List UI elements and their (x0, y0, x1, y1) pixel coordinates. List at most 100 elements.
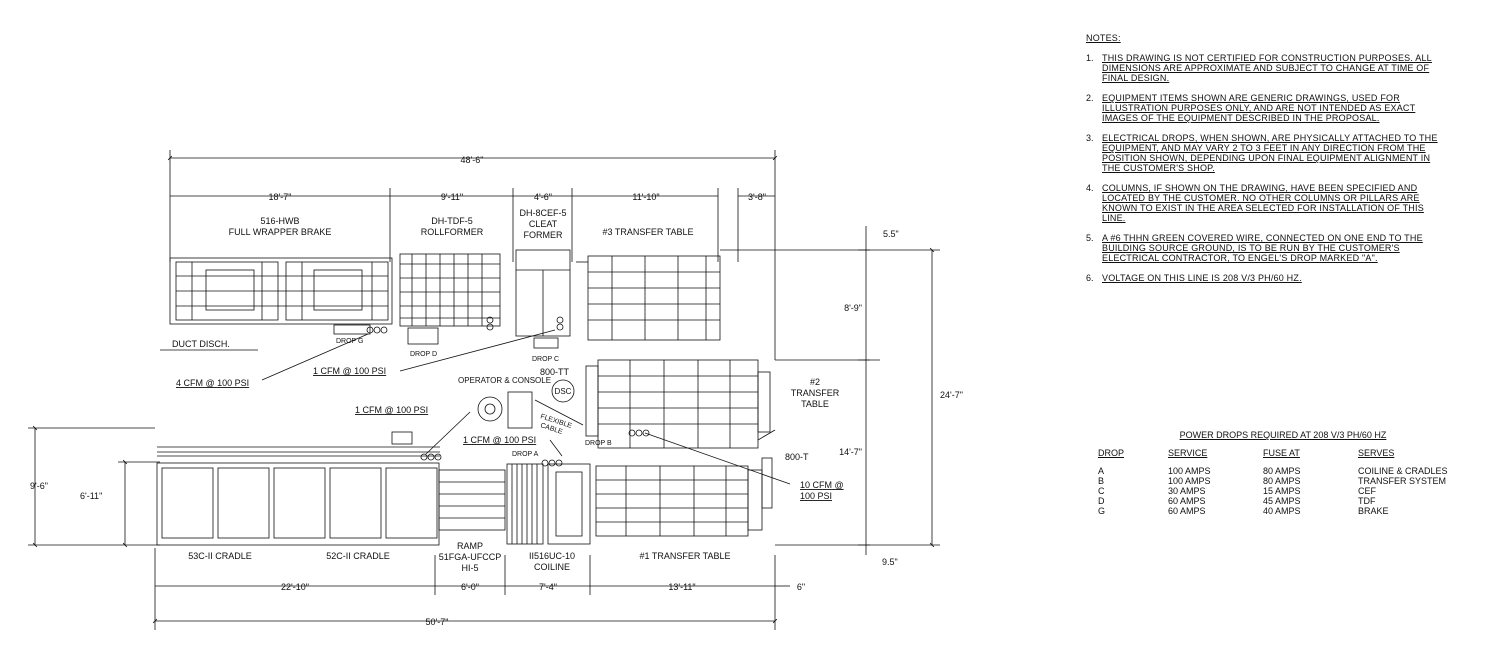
power-drops-title: POWER DROPS REQUIRED AT 208 V/3 PH/60 HZ (1179, 430, 1387, 440)
transfer2-num: #2 (810, 377, 820, 387)
note-number: 4. (1086, 183, 1094, 193)
cell-service: 30 AMPS (1168, 486, 1206, 496)
brake-model: 516-HWB (260, 216, 299, 226)
cell-serves: TDF (1358, 496, 1376, 506)
air-10cfm-2: 100 PSI (800, 491, 832, 501)
header-drop: DROP (1098, 448, 1125, 458)
ramp-label: RAMP (457, 541, 483, 551)
cell-fuse: 80 AMPS (1263, 476, 1301, 486)
notes-block: NOTES: 1. THIS DRAWING IS NOT CERTIFIED … (1086, 33, 1438, 293)
operator-console-label: OPERATOR & CONSOLE (458, 376, 551, 385)
note-number: 2. (1086, 93, 1094, 103)
power-drops-block: POWER DROPS REQUIRED AT 208 V/3 PH/60 HZ… (1098, 430, 1448, 516)
coiline-name: COILINE (534, 562, 570, 572)
note-text: A #6 THHN GREEN COVERED WIRE, CONNECTED … (1102, 233, 1423, 263)
cell-serves: BRAKE (1358, 506, 1389, 516)
ramp-model-2: HI-5 (461, 563, 478, 573)
drop-c-label: DROP C (532, 356, 559, 363)
ramp-model: 51FGA-UFCCP (439, 552, 502, 562)
cradle-53c-label: 53C-II CRADLE (188, 551, 252, 561)
power-drops-table: DROP SERVICE FUSE AT SERVES A 100 AMPS 8… (1098, 448, 1448, 516)
cell-fuse: 45 AMPS (1263, 496, 1301, 506)
note-item: 2. EQUIPMENT ITEMS SHOWN ARE GENERIC DRA… (1086, 93, 1438, 123)
cell-drop: B (1098, 476, 1105, 486)
dim-left-outer: 9'-6" (30, 481, 48, 491)
table-row: G 60 AMPS 40 AMPS BRAKE (1098, 506, 1448, 516)
dim-top-total: 48'-6" (461, 155, 484, 165)
transfer1-label: #1 TRANSFER TABLE (639, 551, 730, 561)
rollformer-model: DH-TDF-5 (431, 216, 473, 226)
note-text: THIS DRAWING IS NOT CERTIFIED FOR CONSTR… (1102, 53, 1432, 83)
cell-drop: A (1098, 466, 1105, 476)
note-number: 5. (1086, 233, 1094, 243)
note-number: 3. (1086, 133, 1094, 143)
dim-bottom-total: 50'-7" (426, 617, 449, 627)
cell-service: 100 AMPS (1168, 466, 1211, 476)
header-serves: SERVES (1358, 448, 1395, 458)
transfer3-label: #3 TRANSFER TABLE (602, 227, 693, 237)
cell-serves: CEF (1358, 486, 1376, 496)
dim-bottom-cradles: 22'-10" (281, 582, 309, 592)
cell-fuse: 15 AMPS (1263, 486, 1301, 496)
coiline-model: II516UC-10 (529, 551, 575, 561)
note-text: COLUMNS, IF SHOWN ON THE DRAWING, HAVE B… (1102, 183, 1424, 223)
air-1cfm-coiline: 1 CFM @ 100 PSI (463, 435, 536, 445)
cleat-name-2: FORMER (524, 230, 563, 240)
dim-rollformer-width: 9'-11" (441, 192, 463, 202)
cell-fuse: 40 AMPS (1263, 506, 1301, 516)
table-row: D 60 AMPS 45 AMPS TDF (1098, 496, 1448, 506)
note-text: EQUIPMENT ITEMS SHOWN ARE GENERIC DRAWIN… (1102, 93, 1416, 123)
label-800-tt: 800-TT (540, 367, 570, 377)
cell-fuse: 80 AMPS (1263, 466, 1301, 476)
drop-g-label: DROP G (336, 338, 364, 345)
header-fuse: FUSE AT (1263, 448, 1300, 458)
drop-b-label: DROP B (585, 440, 612, 447)
rollformer-name: ROLLFORMER (421, 227, 484, 237)
dim-right-total: 24'-7" (940, 390, 963, 400)
dim-right-lower: 14'-7" (839, 447, 862, 457)
cleat-model: DH-8CEF-5 (519, 208, 566, 218)
dim-bottom-coiline: 7'-4" (539, 582, 557, 592)
duct-disch-label: DUCT DISCH. (172, 339, 230, 349)
air-4cfm: 4 CFM @ 100 PSI (176, 378, 249, 388)
dim-transfer3-width: 11'-10" (632, 192, 659, 202)
dim-bottom-end: 6" (797, 582, 805, 592)
table-row: C 30 AMPS 15 AMPS CEF (1098, 486, 1448, 496)
dim-end-width: 3'-8" (748, 192, 766, 202)
note-text: VOLTAGE ON THIS LINE IS 208 V/3 PH/60 HZ… (1102, 273, 1302, 283)
note-item: 4. COLUMNS, IF SHOWN ON THE DRAWING, HAV… (1086, 183, 1438, 223)
note-item: 1. THIS DRAWING IS NOT CERTIFIED FOR CON… (1086, 53, 1438, 83)
cell-service: 60 AMPS (1168, 506, 1206, 516)
note-item: 5. A #6 THHN GREEN COVERED WIRE, CONNECT… (1086, 233, 1438, 263)
transfer2-name-2: TABLE (801, 399, 829, 409)
dim-bottom-ramp: 6'-0" (461, 582, 479, 592)
note-item: 3. ELECTRICAL DROPS, WHEN SHOWN, ARE PHY… (1086, 133, 1438, 173)
table-row: B 100 AMPS 80 AMPS TRANSFER SYSTEM (1098, 476, 1448, 486)
dim-brake-width: 18'-7" (269, 192, 292, 202)
cradle-52c-label: 52C-II CRADLE (326, 551, 390, 561)
cell-drop: D (1098, 496, 1105, 506)
label-800-t: 800-T (785, 452, 809, 462)
cell-service: 60 AMPS (1168, 496, 1206, 506)
dim-bottom-transfer: 13'-11" (668, 582, 695, 592)
dsc-label: DSC (555, 387, 572, 396)
note-number: 1. (1086, 53, 1094, 63)
table-header-row: DROP SERVICE FUSE AT SERVES (1098, 448, 1448, 466)
header-service: SERVICE (1168, 448, 1208, 458)
dim-right-upper: 8'-9" (844, 303, 862, 313)
air-1cfm-console: 1 CFM @ 100 PSI (355, 405, 428, 415)
table-row: A 100 AMPS 80 AMPS COILINE & CRADLES (1098, 466, 1448, 476)
transfer2-name-1: TRANSFER (791, 388, 840, 398)
note-item: 6. VOLTAGE ON THIS LINE IS 208 V/3 PH/60… (1086, 273, 1438, 283)
cell-drop: G (1098, 506, 1106, 516)
cell-drop: C (1098, 486, 1105, 496)
dim-right-bottom: 9.5" (882, 557, 898, 567)
dim-cleat-width: 4'-6" (534, 192, 552, 202)
cell-service: 100 AMPS (1168, 476, 1211, 486)
air-1cfm-rollformer: 1 CFM @ 100 PSI (313, 366, 386, 376)
cleat-name-1: CLEAT (529, 219, 558, 229)
note-text: ELECTRICAL DROPS, WHEN SHOWN, ARE PHYSIC… (1102, 133, 1438, 173)
dim-left-inner: 6'-11" (80, 491, 102, 501)
dim-right-top: 5.5" (883, 229, 899, 239)
